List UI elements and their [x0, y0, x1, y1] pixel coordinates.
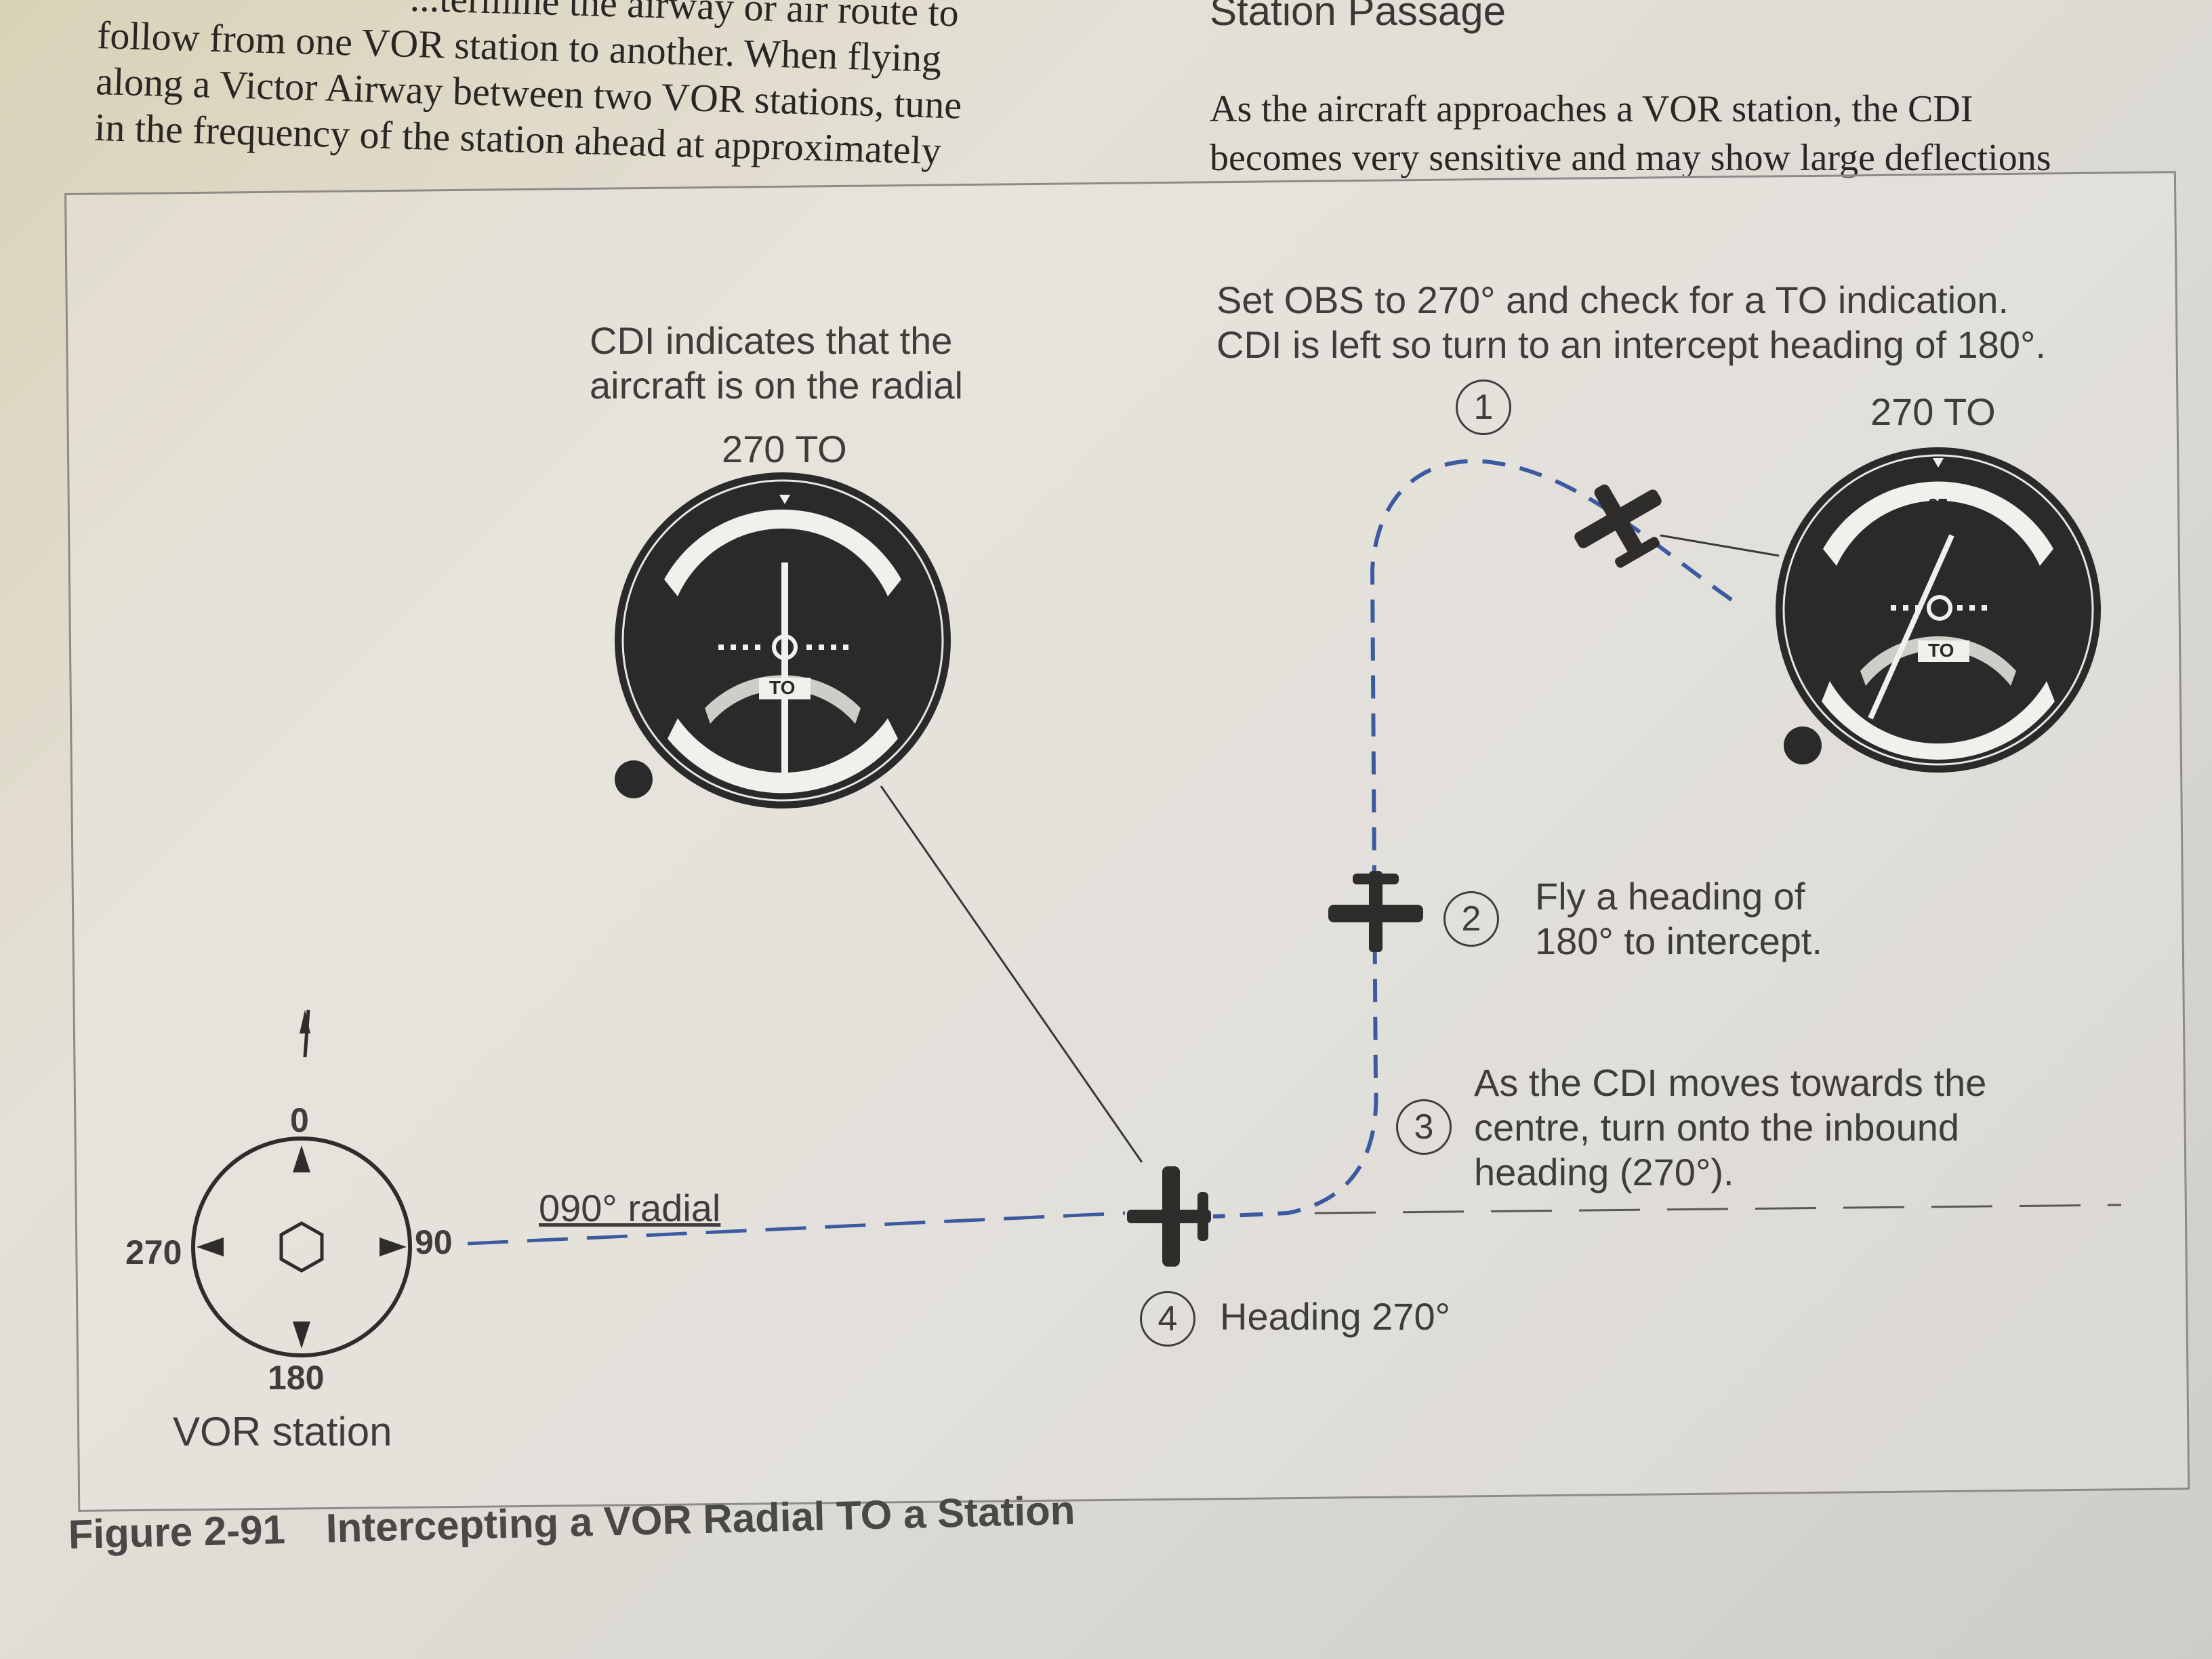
- leader-line-left: [880, 785, 1143, 1163]
- vor-compass-icon: [191, 1009, 412, 1357]
- radial-label: 090° radial: [539, 1187, 721, 1229]
- step-2-number: 2: [1443, 891, 1499, 947]
- step-1-number: 1: [1456, 380, 1511, 435]
- vor-bearing-180: 180: [268, 1359, 325, 1397]
- vor-bearing-0: 0: [290, 1101, 309, 1139]
- left-gauge-scale-label: 27: [773, 529, 792, 549]
- step-1-line: Set OBS to 270° and check for a TO indic…: [1216, 279, 2009, 321]
- step-4-number: 4: [1140, 1291, 1195, 1347]
- figure-number: Figure 2-91: [68, 1507, 286, 1557]
- vor-bearing-90: 90: [415, 1223, 453, 1261]
- step-3-line: heading (270°).: [1474, 1151, 1734, 1193]
- section-heading: Station Passage: [1210, 0, 1506, 34]
- left-gauge-note-line: aircraft is on the radial: [590, 364, 963, 407]
- step-2-text: Fly a heading of 180° to intercept.: [1535, 874, 1822, 964]
- right-column-text: As the aircraft approaches a VOR station…: [1210, 85, 2172, 182]
- step-3-text: As the CDI moves towards the centre, tur…: [1474, 1061, 1986, 1195]
- aircraft-4-icon: [1127, 1166, 1211, 1267]
- step-1-line: CDI is left so turn to an intercept head…: [1216, 323, 2046, 366]
- step-3-line: As the CDI moves towards the: [1474, 1061, 1987, 1104]
- aircraft-1-icon: [1574, 484, 1662, 568]
- vor-bearing-270: 270: [125, 1233, 182, 1271]
- left-cdi-gauge-icon: [615, 472, 951, 808]
- step-1-text: Set OBS to 270° and check for a TO indic…: [1216, 278, 2046, 367]
- step-4-text: Heading 270°: [1220, 1295, 1450, 1338]
- step-2-line: Fly a heading of: [1535, 875, 1805, 918]
- step-3-number: 3: [1396, 1099, 1452, 1155]
- step-3-line: centre, turn onto the inbound: [1474, 1106, 1960, 1149]
- leader-line-right: [1660, 534, 1780, 557]
- right-gauge-flag: TO: [1928, 640, 1954, 661]
- right-column-line: As the aircraft approaches a VOR station…: [1210, 88, 1973, 130]
- left-gauge-note-line: CDI indicates that the: [590, 319, 953, 362]
- radial-line-left: [467, 1211, 1126, 1246]
- right-cdi-gauge-icon: [1776, 447, 2101, 773]
- right-column-line: becomes very sensitive and may show larg…: [1210, 137, 2051, 179]
- radial-line-right: [1314, 1204, 2122, 1214]
- left-gauge-flag: TO: [769, 677, 796, 698]
- left-gauge-note: CDI indicates that the aircraft is on th…: [590, 319, 963, 408]
- step-2-line: 180° to intercept.: [1535, 920, 1822, 962]
- aircraft-2-icon: [1328, 871, 1423, 952]
- vor-station-label: VOR station: [173, 1409, 392, 1454]
- intercept-track: [1212, 458, 1733, 1218]
- left-gauge-obs-label: 270 TO: [722, 428, 847, 470]
- right-gauge-obs-label: 270 TO: [1870, 390, 1996, 433]
- right-gauge-scale-label: 27: [1928, 495, 1948, 515]
